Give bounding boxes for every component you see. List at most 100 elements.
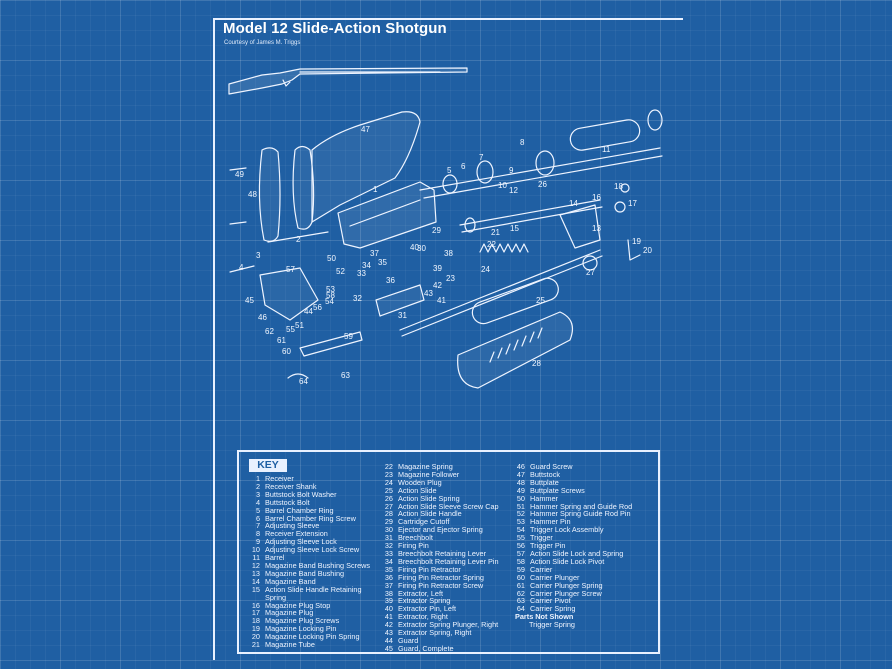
key-row: 12 Magazine Band Bushing Screws	[249, 562, 379, 570]
callout-label: 4	[239, 263, 244, 272]
callout-label: 57	[286, 265, 295, 274]
part-number: 22	[384, 462, 393, 471]
callout-label: 25	[536, 296, 545, 305]
part-number: 3	[255, 489, 260, 499]
breechbolt-part	[375, 284, 425, 317]
part-number: 9	[255, 537, 260, 547]
callout-label: 48	[248, 190, 257, 199]
part-number: 13	[251, 568, 260, 578]
callout-label: 8	[520, 138, 525, 147]
part-name: Hammer Spring and Guide Rod	[530, 501, 633, 511]
callout-label: 56	[313, 303, 322, 312]
part-name: Carrier Plunger	[530, 572, 580, 582]
callout-label: 35	[378, 258, 387, 267]
part-name: Buttstock	[530, 469, 561, 479]
parts-key-box	[237, 450, 660, 654]
key-row: 49 Buttplate Screws	[514, 485, 656, 495]
part-name: Hammer	[530, 493, 558, 503]
part-number: 20	[251, 632, 260, 642]
part-number: 1	[255, 474, 260, 483]
key-row: 23 Magazine Follower	[382, 471, 512, 479]
part-name: Action Slide Lock and Spring	[530, 548, 624, 558]
part-name: Guard Screw	[530, 462, 573, 471]
part-number: 58	[516, 556, 525, 566]
part-number: 23	[384, 469, 393, 479]
part-number: 5	[255, 505, 260, 515]
callout-label: 62	[265, 327, 274, 336]
callout-label: 58	[326, 291, 335, 300]
part-number: 33	[384, 548, 393, 558]
part-name: Adjusting Sleeve	[265, 521, 320, 531]
callout-label: 29	[432, 226, 441, 235]
magazine-tube-part	[459, 199, 603, 233]
callout-label: 13	[592, 224, 601, 233]
callout-label: 36	[386, 276, 395, 285]
part-name: Trigger Lock Assembly	[530, 525, 604, 535]
part-name: Magazine Plug Screws	[265, 616, 340, 626]
parts-not-shown: Parts Not Shown Trigger Spring	[515, 613, 575, 629]
part-name: Buttplate Screws	[530, 485, 585, 495]
part-number: 8	[255, 529, 260, 539]
part-number: 14	[251, 576, 260, 586]
part-name: Extractor Spring Plunger, Right	[398, 620, 499, 630]
part-name: Cartridge Cutoff	[398, 517, 450, 527]
callout-label: 46	[258, 313, 267, 322]
part-number: 18	[251, 616, 260, 626]
part-name: Guard, Complete	[398, 643, 454, 653]
receiver-extension-part	[569, 119, 641, 151]
part-name: Magazine Follower	[398, 469, 460, 479]
callout-label: 63	[341, 371, 350, 380]
part-name: Carrier Spring	[530, 604, 576, 614]
callout-label: 10	[498, 181, 507, 190]
part-number: 12	[251, 560, 260, 570]
callout-label: 26	[538, 180, 547, 189]
part-name: Magazine Locking Pin Spring	[265, 632, 360, 642]
callout-label: 52	[336, 267, 345, 276]
adjusting-sleeve-part	[476, 160, 494, 184]
callout-label: 5	[447, 166, 452, 175]
part-name: Magazine Band Bushing	[265, 568, 345, 578]
part-name: Firing Pin Retractor	[398, 564, 461, 574]
part-number: 43	[384, 628, 393, 638]
part-number: 29	[384, 517, 393, 527]
part-name: Spring	[265, 592, 287, 602]
part-number: 56	[516, 541, 525, 551]
callout-label: 17	[628, 199, 637, 208]
buttstock-spacer-part	[292, 145, 315, 230]
part-name: Buttplate	[530, 477, 559, 487]
part-name: Carrier Plunger Screw	[530, 588, 602, 598]
part-number: 49	[516, 485, 525, 495]
callout-label: 41	[437, 296, 446, 305]
callout-label: 2	[296, 235, 301, 244]
part-name: Breechbolt Retaining Lever Pin	[398, 556, 499, 566]
part-number: 24	[384, 477, 393, 487]
part-name: Carrier Plunger Spring	[530, 580, 603, 590]
part-name: Barrel Chamber Ring Screw	[265, 513, 356, 523]
callout-label: 54	[325, 297, 334, 306]
part-name: Magazine Band Bushing Screws	[265, 560, 371, 570]
part-number: 34	[384, 556, 393, 566]
receiver-part	[337, 181, 437, 249]
parts-not-shown-item: Trigger Spring	[529, 620, 575, 629]
key-row: Spring	[249, 592, 379, 602]
callout-label: 27	[586, 268, 595, 277]
callout-label: 20	[643, 246, 652, 255]
part-number: 40	[384, 604, 393, 614]
part-number: 35	[384, 564, 393, 574]
